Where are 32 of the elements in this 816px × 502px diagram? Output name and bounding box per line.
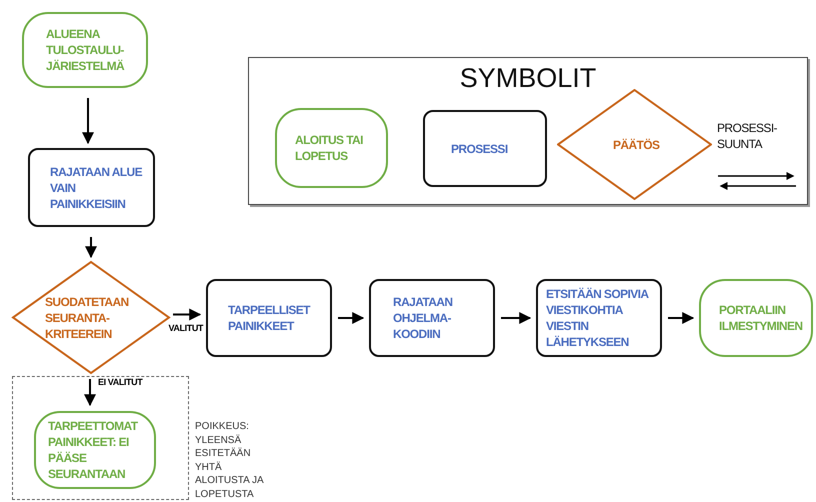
node-text: SUODATETAAN SEURANTA- KRITEEREIN [45, 294, 130, 342]
edge-label: VALITUT [168, 322, 204, 332]
process-box [369, 279, 495, 357]
arrow [84, 379, 96, 406]
note-text: POIKKEUS: YLEENSÄ ESITETÄÄN YHTÄ ALOITUSTA JA LOPETUSTA [195, 420, 264, 501]
arrow [338, 312, 364, 324]
node-text: RAJATAAN OHJELMA- KOODIIN [393, 294, 454, 342]
node-text: RAJATAAN ALUE VAIN PAINIKKEISIIN [50, 164, 142, 212]
legend-text: PROSESSI- SUUNTA [717, 120, 778, 152]
terminator-box [22, 12, 148, 88]
legend-text: PROSESSI [451, 140, 509, 156]
node-text: ALUEENA TULOSTAULU- JÄRIESTELMÄ [46, 26, 126, 74]
process-box [536, 279, 662, 357]
process-box [206, 279, 332, 357]
process-box [28, 148, 155, 227]
terminator-box [699, 279, 813, 357]
node-text: PORTAALIIN ILMESTYMINEN [719, 302, 804, 334]
legend-title: SYMBOLIT [458, 63, 598, 94]
node-text: ETSITÄÄN SOPIVIA VIESTIKOHTIA VIESTIN LÄHETYKSEEN [546, 286, 650, 350]
legend-text: PÄÄTÖS [613, 136, 660, 152]
edge-label: EI VALITUT [98, 377, 142, 387]
legend-text: ALOITUS TAI LOPETUS [295, 132, 364, 164]
arrow [501, 312, 532, 324]
arrow [85, 237, 97, 258]
arrow [173, 308, 202, 320]
terminator-box [34, 411, 156, 489]
decision-diamond [13, 262, 169, 373]
dashed-group-box [12, 376, 189, 500]
arrow [82, 98, 94, 144]
node-text: TARPEELLISET PAINIKKEET [228, 302, 312, 334]
node-text: TARPEETTOMAT PAINIKKEET: EI PÄÄSE SEURANTAAN [48, 418, 139, 482]
arrow [668, 312, 694, 324]
